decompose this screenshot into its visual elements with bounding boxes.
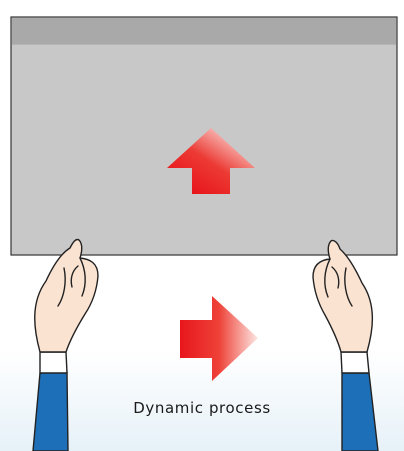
caption: Dynamic process bbox=[133, 399, 271, 417]
right-hand-icon bbox=[312, 239, 379, 451]
arrow-right-icon bbox=[180, 296, 258, 381]
panel-top-bar bbox=[11, 17, 397, 45]
left-hand-icon bbox=[32, 238, 99, 451]
arrow-up-icon bbox=[167, 128, 255, 194]
